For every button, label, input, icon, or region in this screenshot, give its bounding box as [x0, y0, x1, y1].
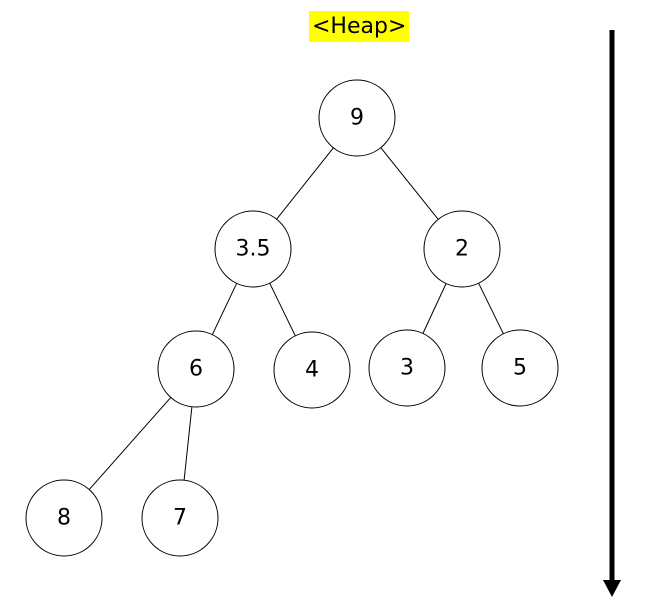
edge-n3-n7: [88, 397, 172, 490]
nodes-layer: 9 3.5 2 6 4 3 5 8 7: [25, 79, 559, 557]
node-label: 6: [189, 357, 203, 382]
node-label: 3.5: [236, 237, 271, 262]
edge-n3-n8: [183, 406, 193, 481]
node-circle: [423, 210, 501, 288]
heap-node: 7: [141, 479, 219, 557]
node-label: 5: [513, 356, 527, 381]
node-label: 8: [57, 506, 71, 531]
diagram-title: <Heap>: [309, 11, 410, 42]
node-circle: [273, 331, 351, 409]
edge-n0-n2: [380, 147, 439, 220]
node-circle: [214, 210, 292, 288]
edge-n1-n3: [211, 283, 238, 335]
node-label: 7: [173, 506, 187, 531]
node-circle: [318, 79, 396, 157]
node-label: 3: [400, 356, 414, 381]
node-label: 4: [305, 358, 319, 383]
node-circle: [481, 329, 559, 407]
heap-node: 2: [423, 210, 501, 288]
edge-n1-n4: [269, 282, 296, 337]
heap-node: 4: [273, 331, 351, 409]
node-label: 9: [350, 106, 364, 131]
edge-n2-n6: [478, 282, 504, 335]
heap-node: 9: [318, 79, 396, 157]
arrow-head-icon: [603, 580, 621, 597]
heap-node: 8: [25, 479, 103, 557]
edge-n0-n1: [276, 147, 334, 220]
heap-node: 5: [481, 329, 559, 407]
node-circle: [141, 479, 219, 557]
heap-node: 3: [368, 329, 446, 407]
direction-arrow: [603, 30, 621, 597]
edge-n2-n5: [422, 283, 447, 334]
heap-node: 3.5: [214, 210, 292, 288]
node-circle: [368, 329, 446, 407]
node-circle: [25, 479, 103, 557]
title-text: <Heap>: [312, 14, 407, 39]
heap-node: 6: [157, 330, 235, 408]
node-circle: [157, 330, 235, 408]
edges-layer: [88, 147, 504, 490]
node-label: 2: [455, 237, 469, 262]
